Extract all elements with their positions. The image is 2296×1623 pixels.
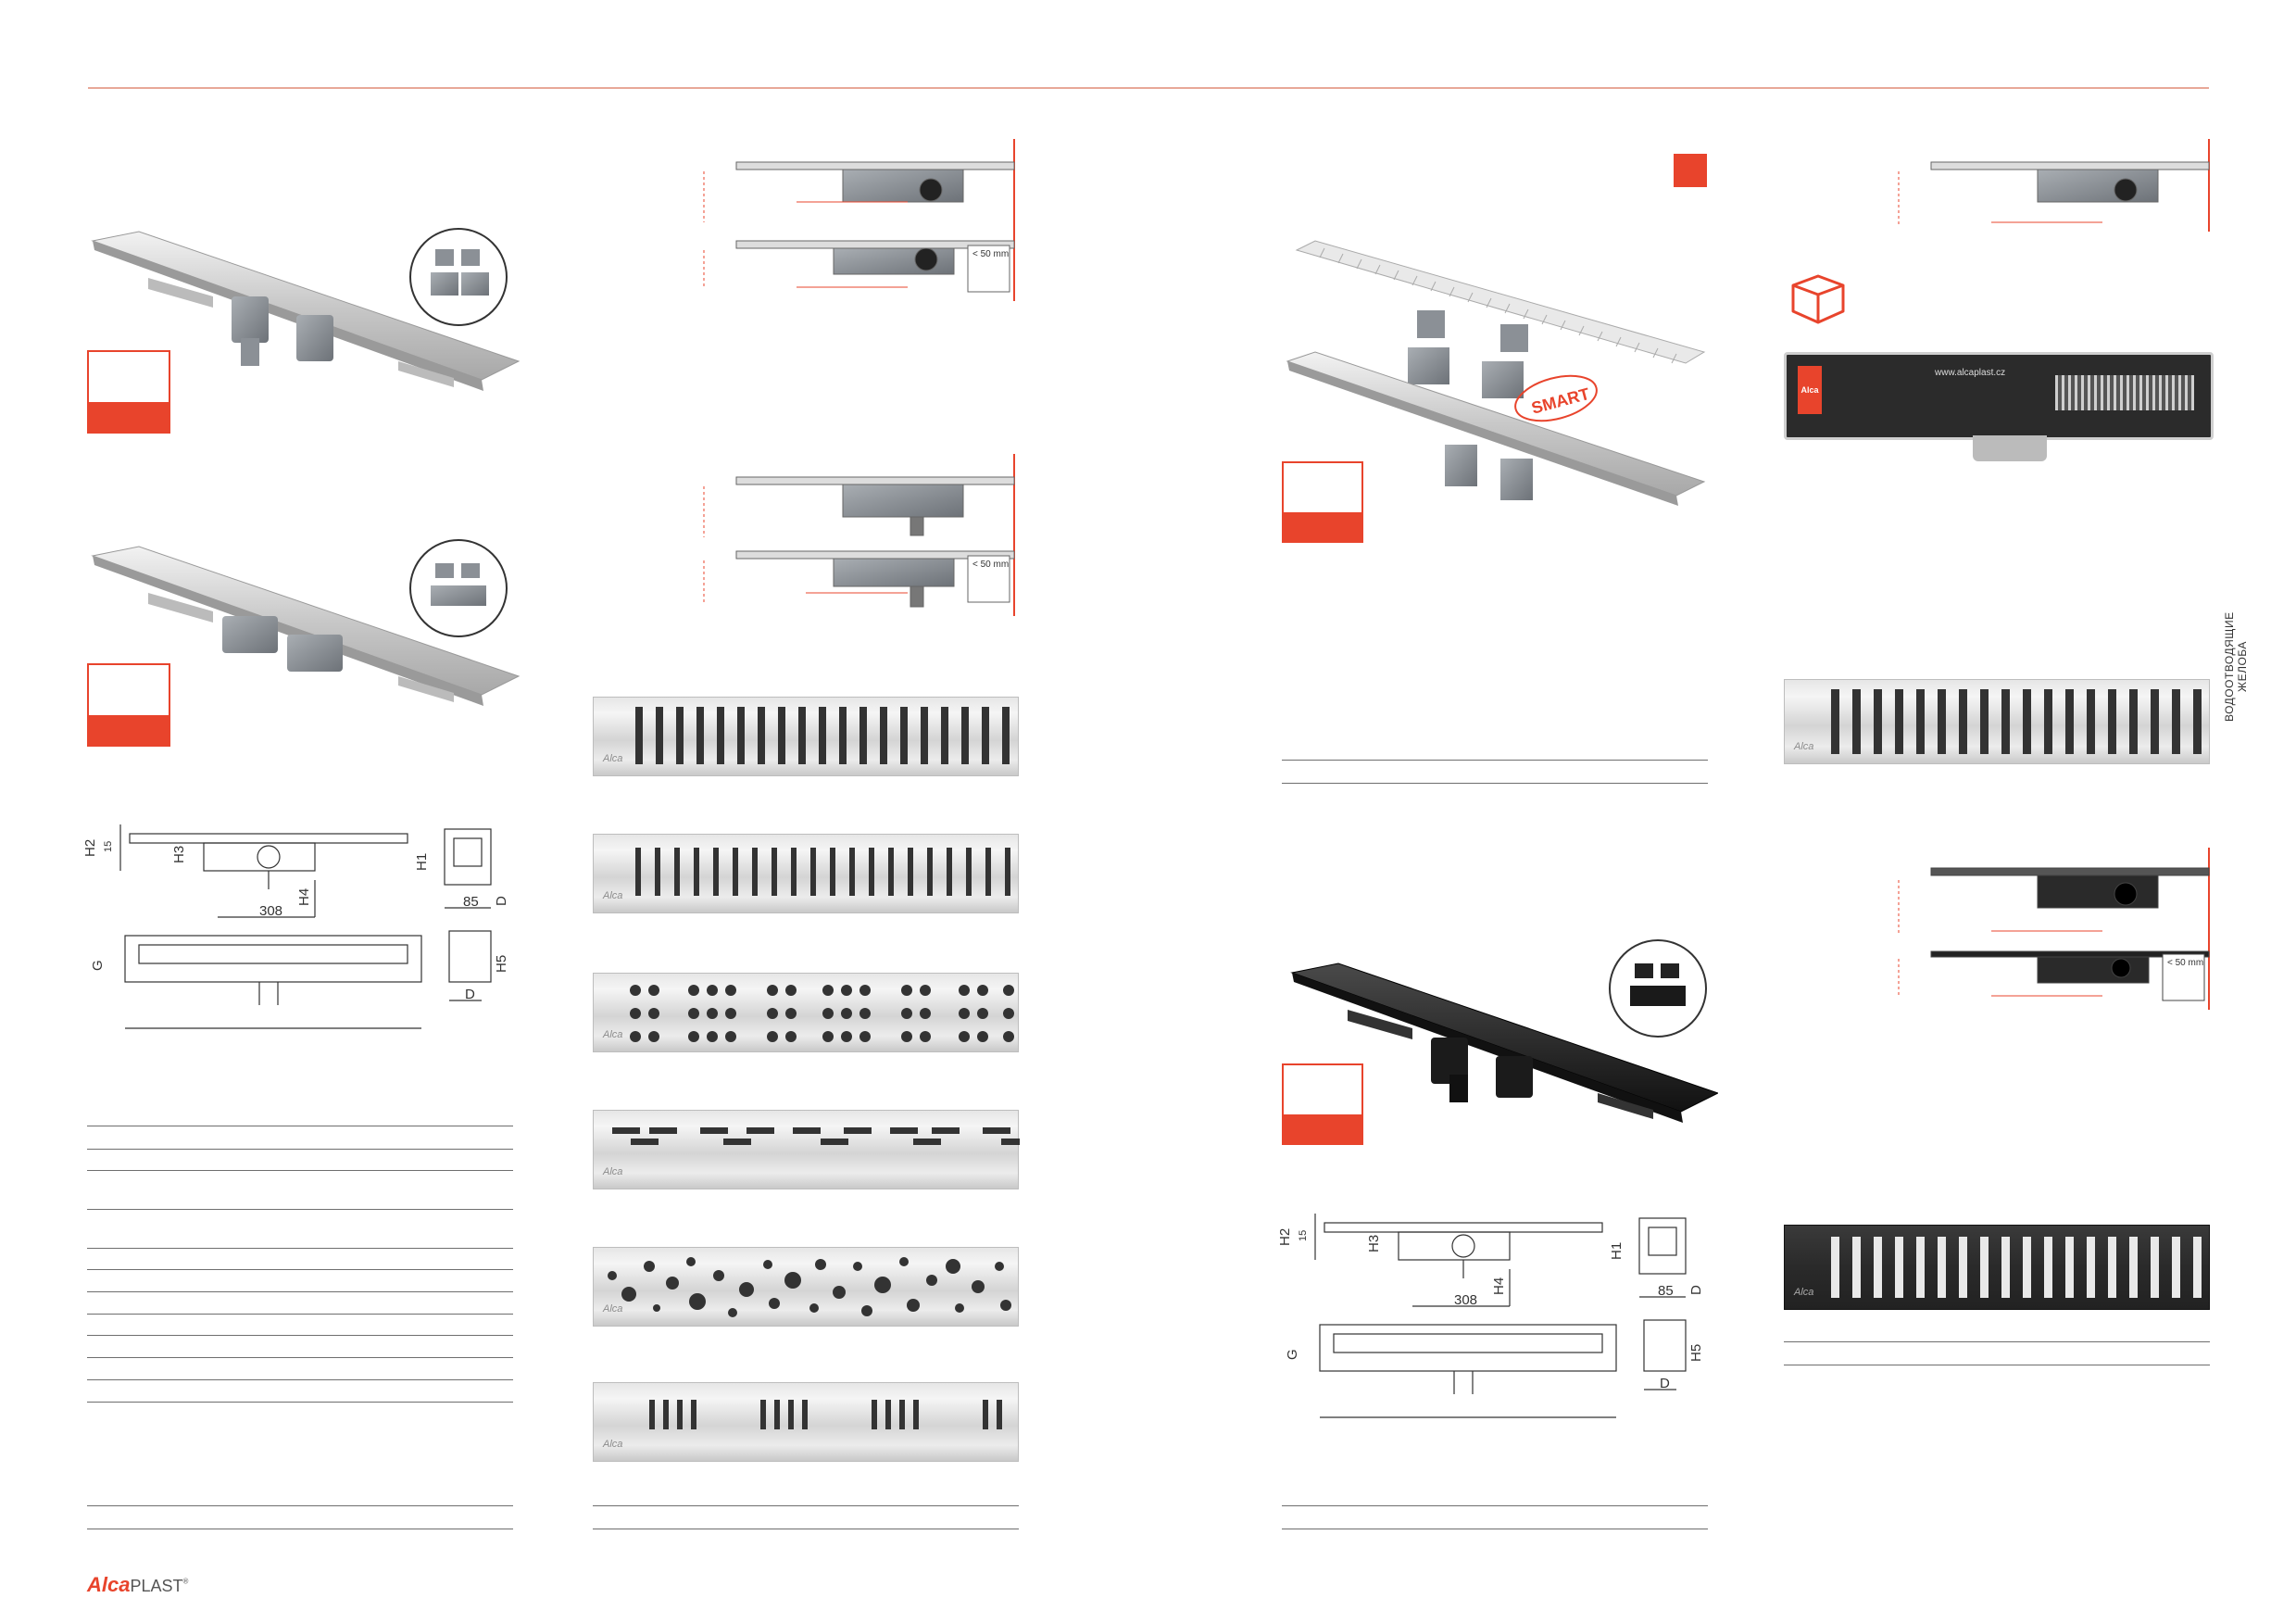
grate-logo: Alca — [603, 890, 623, 901]
installation-sketch-black: < 50 mm — [1898, 848, 2210, 1010]
brand-reg-mark: ® — [182, 1577, 189, 1586]
brand-name-red: Alca — [87, 1573, 131, 1596]
label-h3: H3 — [1366, 1235, 1382, 1252]
table-rule — [87, 1209, 513, 1210]
label-308: 308 — [1454, 1292, 1477, 1308]
label-h1: H1 — [414, 853, 430, 871]
label-h5: H5 — [1688, 1344, 1704, 1362]
label-h2: H2 — [83, 839, 98, 857]
label-h1: H1 — [1609, 1242, 1625, 1260]
top-rule — [88, 87, 2209, 89]
table-rule — [87, 1335, 513, 1336]
grate-logo: Alca — [603, 753, 623, 764]
label-g: G — [1285, 1349, 1300, 1360]
label-85: 85 — [1658, 1283, 1674, 1299]
grate-logo: Alca — [603, 1029, 623, 1040]
grate-logo: Alca — [603, 1439, 623, 1450]
package-logo: Alca — [1798, 366, 1822, 414]
label-h5: H5 — [494, 955, 509, 973]
table-rule — [593, 1505, 1019, 1506]
brand-logo: AlcaPLAST® — [87, 1573, 188, 1597]
product-badge-3 — [1282, 461, 1363, 543]
table-rule — [87, 1379, 513, 1380]
drain-smart-exploded-image: SMART — [1286, 240, 1706, 506]
product-badge-4 — [1282, 1063, 1363, 1145]
grate-pattern-slots: Alca — [593, 697, 1019, 776]
grate-pattern-dots: Alca — [593, 973, 1019, 1052]
installation-sketch-1: < 50 mm — [703, 139, 1015, 301]
grate-logo: Alca — [603, 1303, 623, 1315]
table-rule — [87, 1505, 513, 1506]
grate-logo: Alca — [1794, 1287, 1814, 1298]
label-h2: H2 — [1278, 1228, 1293, 1246]
label-h4: H4 — [1491, 1277, 1507, 1295]
label-308: 308 — [259, 903, 282, 919]
gap-callout-1: < 50 mm — [972, 249, 1009, 259]
grate-pattern-cube: Alca — [593, 1382, 1019, 1462]
grate-pattern-bubble: Alca — [593, 1247, 1019, 1327]
label-d: D — [1688, 1285, 1704, 1295]
accessory-circle-2 — [409, 539, 508, 637]
table-rule — [87, 1314, 513, 1315]
label-d: D — [494, 896, 509, 906]
grate-pattern-pure-black: Alca — [1784, 1225, 2210, 1310]
label-15: 15 — [103, 841, 114, 852]
table-rule — [1784, 1341, 2210, 1342]
gap-callout-2: < 50 mm — [972, 560, 1009, 570]
table-rule — [87, 1269, 513, 1270]
technical-drawing-2: H2 15 H3 H4 H1 308 85 D G H5 D — [1278, 1214, 1704, 1418]
package-grate-preview — [2055, 375, 2194, 410]
grate-pattern-line: Alca — [593, 834, 1019, 913]
accessory-circle-3 — [1609, 939, 1707, 1038]
label-g: G — [90, 960, 106, 971]
table-rule — [87, 1149, 513, 1150]
table-rule — [87, 1248, 513, 1249]
label-15: 15 — [1298, 1230, 1309, 1241]
red-square-marker — [1674, 154, 1707, 187]
product-badge-1 — [87, 350, 170, 434]
package-base — [1973, 435, 2047, 461]
product-badge-2 — [87, 663, 170, 747]
label-d-2: D — [465, 987, 475, 1002]
label-h4: H4 — [296, 888, 312, 906]
table-rule — [1282, 1505, 1708, 1506]
accessory-circle-1 — [409, 228, 508, 326]
grate-pattern-pure: Alca — [1784, 679, 2210, 764]
drain-black-product-image — [1290, 962, 1718, 1123]
package-box-icon — [1791, 274, 1845, 324]
smart-label: SMART — [1529, 384, 1591, 418]
label-d-2: D — [1660, 1376, 1670, 1391]
table-rule — [87, 1291, 513, 1292]
grate-logo: Alca — [1794, 741, 1814, 752]
technical-drawing-1: H2 15 H3 H4 H1 308 85 D G H5 D — [83, 824, 509, 1029]
gap-callout-3: < 50 mm — [2167, 958, 2203, 968]
installation-sketch-3 — [1898, 139, 2210, 232]
label-h3: H3 — [171, 846, 187, 863]
grate-logo: Alca — [603, 1166, 623, 1177]
table-rule — [87, 1402, 513, 1403]
installation-sketch-2: < 50 mm — [703, 454, 1015, 616]
table-rule — [1282, 760, 1708, 761]
table-rule — [87, 1357, 513, 1358]
side-tab-label: ВОДООТВОДЯЩИЕ ЖЕЛОБА — [2223, 611, 2249, 723]
drain-product-image-2 — [91, 546, 521, 706]
brand-name-grey: PLAST — [130, 1577, 183, 1595]
grate-pattern-dash: Alca — [593, 1110, 1020, 1189]
table-rule — [87, 1170, 513, 1171]
package-url: www.alcaplast.cz — [1935, 368, 2006, 378]
drain-product-image-1 — [91, 231, 521, 391]
package-image: Alca www.alcaplast.cz — [1784, 352, 2214, 440]
label-85: 85 — [463, 894, 479, 910]
table-rule — [1282, 783, 1708, 784]
